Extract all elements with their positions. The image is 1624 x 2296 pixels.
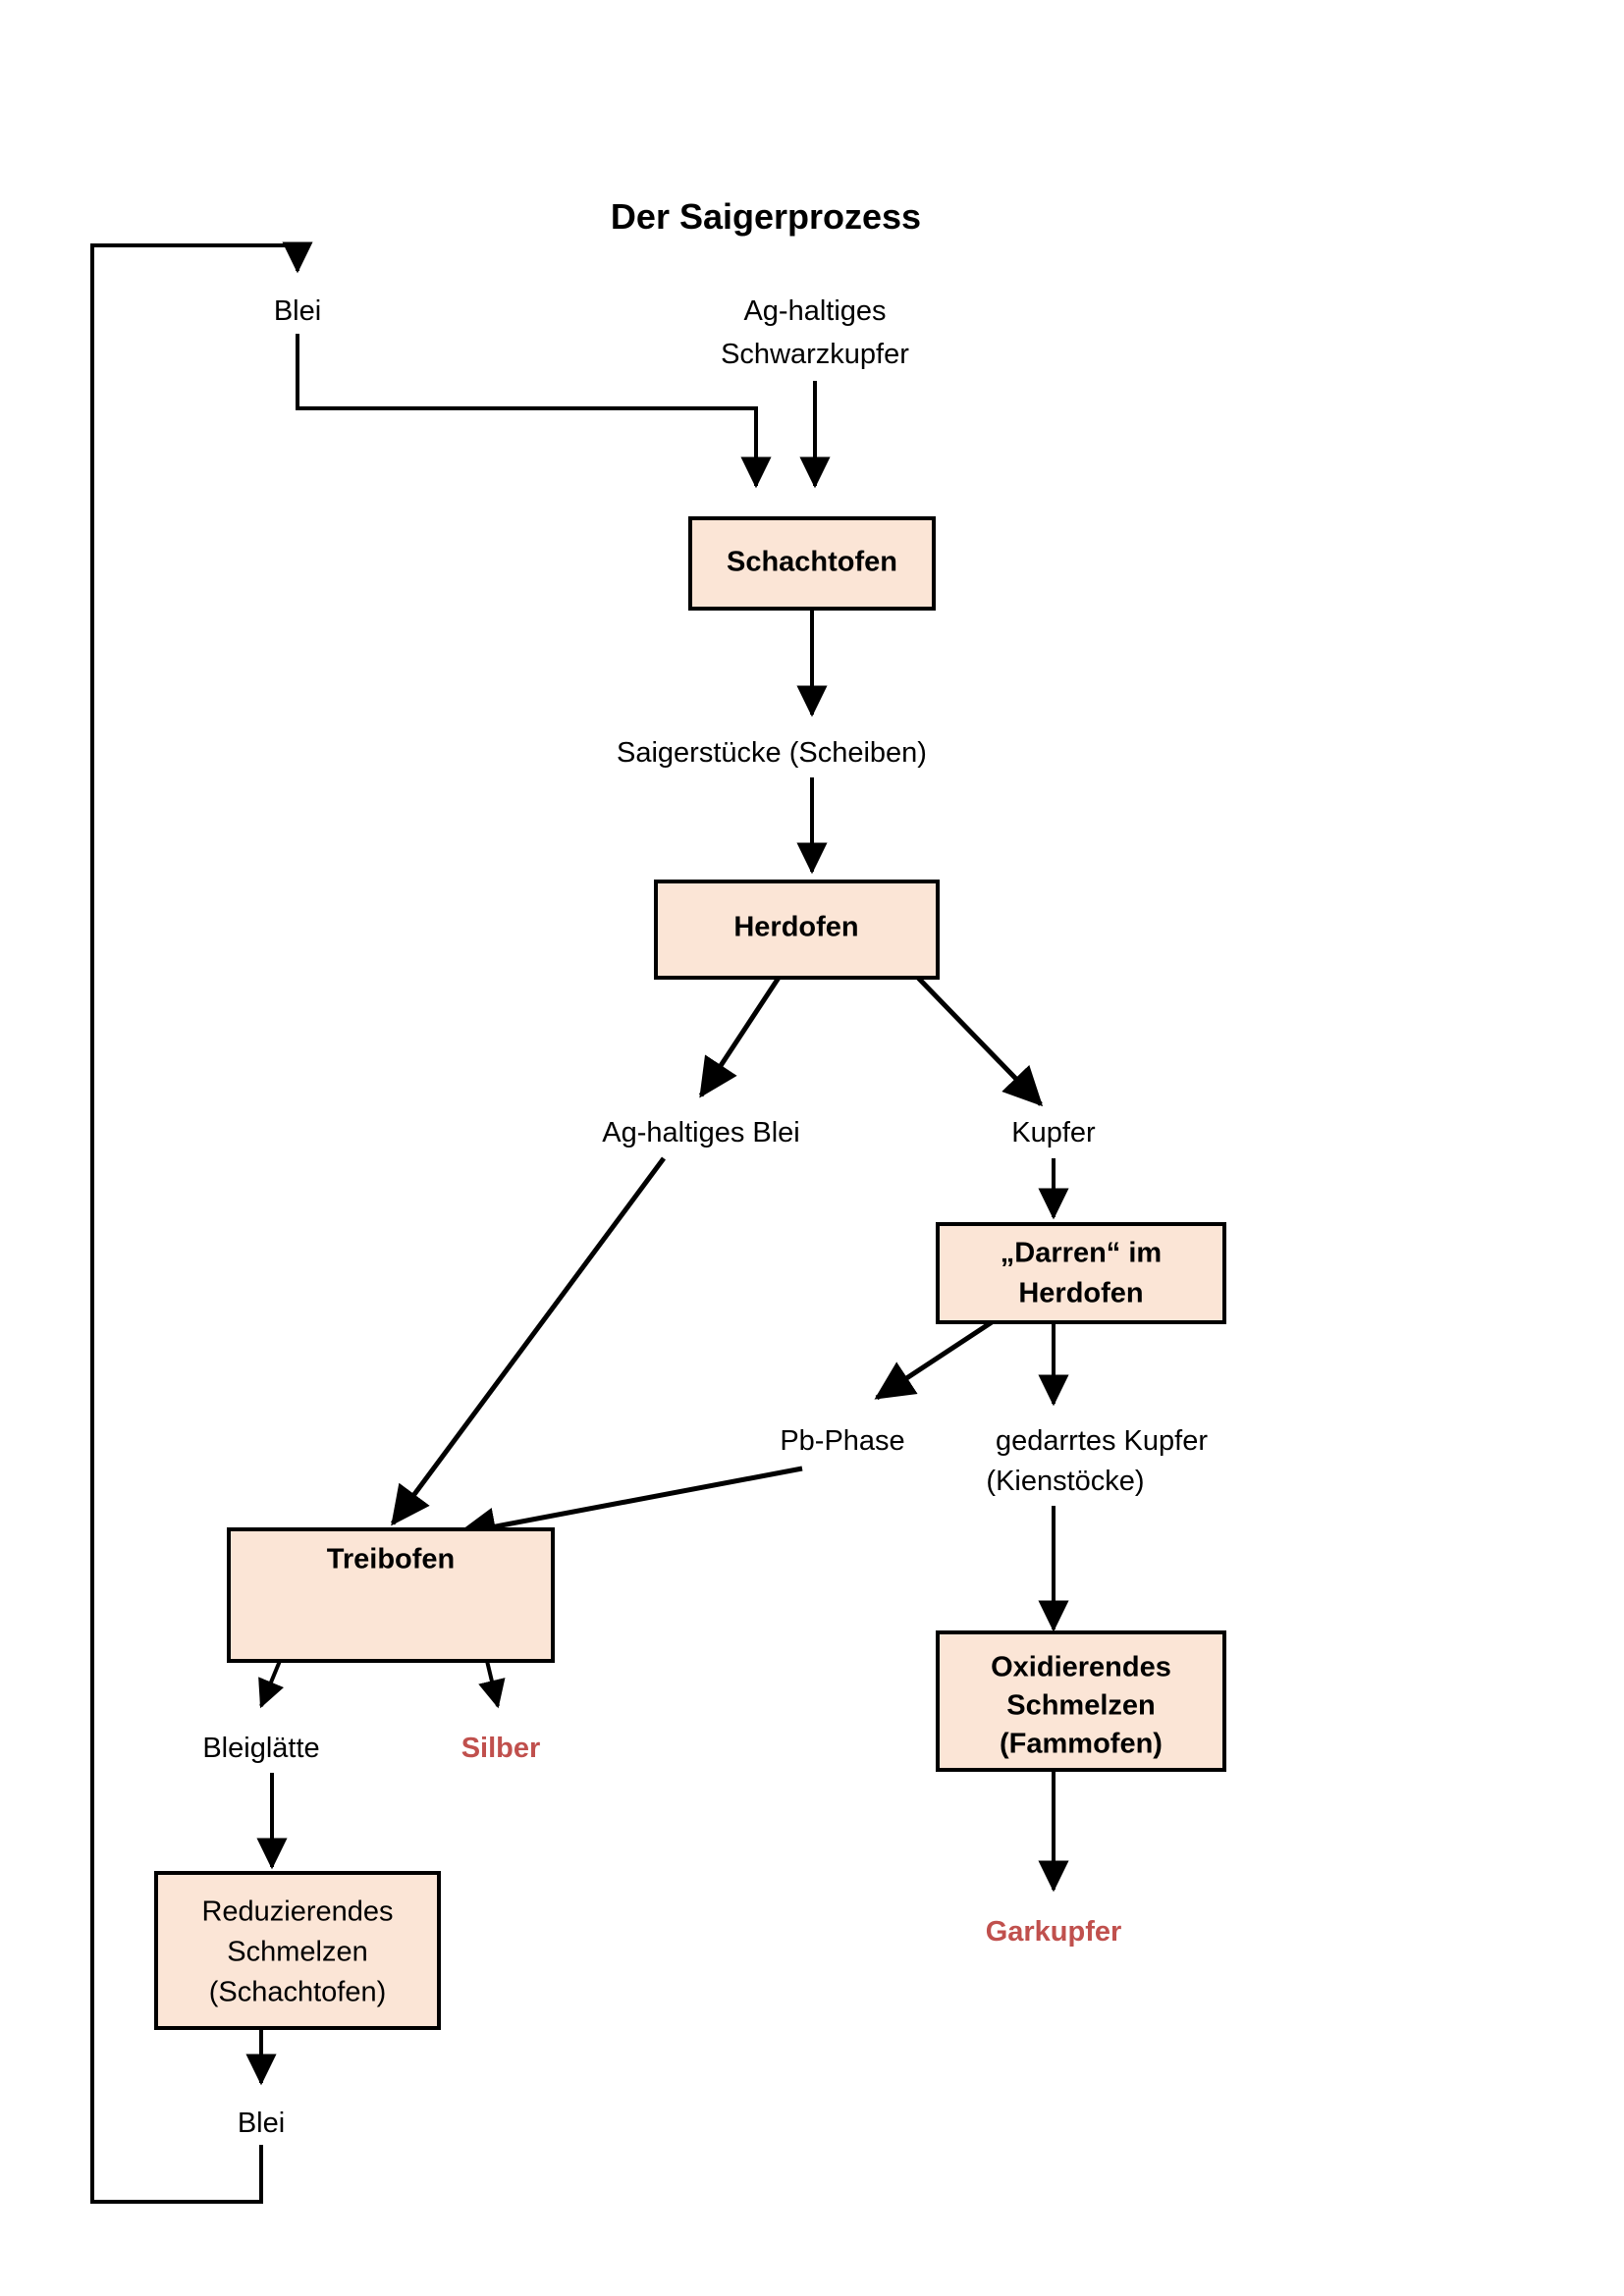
edge-herdofen-to-aghaltiges-blei [698,976,782,1098]
node-treibofen-label: Treibofen [327,1544,456,1575]
node-darren-label-line1: „Darren“ im [1001,1238,1162,1269]
label-blei-bottom: Blei [238,2108,285,2139]
label-ag-schwarzkupfer-line1: Ag-haltiges [743,295,886,327]
edge-treibofen-to-silber [478,1660,506,1709]
edge-treibofen-to-bleiglaette [258,1660,285,1709]
node-darren-im-herdofen[interactable] [936,1222,1226,1324]
node-darren-label-line2: Herdofen [1018,1278,1143,1309]
label-bleiglaette: Bleiglätte [202,1733,319,1764]
node-reduzierendes-label-line1: Reduzierendes [201,1896,393,1928]
node-schachtofen[interactable] [688,516,936,611]
node-herdofen-label: Herdofen [733,912,858,943]
edge-darren-to-pb-phase [874,1319,994,1401]
node-oxidierendes-label-line3: (Fammofen) [1000,1729,1163,1760]
label-saigerstuecke: Saigerstücke (Scheiben) [617,737,927,769]
label-silber: Silber [461,1733,541,1764]
label-ag-haltiges-blei: Ag-haltiges Blei [602,1117,800,1148]
node-schachtofen-label: Schachtofen [727,547,897,578]
label-ag-schwarzkupfer-line2: Schwarzkupfer [721,339,909,370]
label-kupfer: Kupfer [1011,1117,1096,1148]
node-reduzierendes-label-line2: Schmelzen [227,1937,367,1968]
label-blei-top: Blei [274,295,321,327]
edge-blei-to-schachtofen [296,334,772,489]
node-oxidierendes-label-line1: Oxidierendes [991,1652,1171,1683]
edge-pb-phase-to-treibofen [457,1466,803,1546]
label-pb-phase: Pb-Phase [780,1425,904,1457]
node-reduzierendes-schmelzen[interactable] [154,1871,441,2030]
diagram-title: Der Saigerprozess [611,196,921,237]
edge-herdofen-to-kupfer [916,976,1044,1107]
node-oxidierendes-label-line2: Schmelzen [1006,1690,1156,1722]
node-treibofen[interactable] [227,1527,555,1663]
node-oxidierendes-schmelzen[interactable] [936,1630,1226,1772]
label-gedarrtes-kupfer-line2: (Kienstöcke) [986,1466,1144,1497]
edge-aghaltiges-blei-to-treibofen [390,1156,667,1526]
label-gedarrtes-kupfer-line1: gedarrtes Kupfer [996,1425,1208,1457]
label-garkupfer: Garkupfer [986,1916,1122,1948]
node-reduzierendes-label-line3: (Schachtofen) [209,1977,387,2008]
node-herdofen[interactable] [654,880,940,980]
edge-recycle-loop [90,243,298,2204]
